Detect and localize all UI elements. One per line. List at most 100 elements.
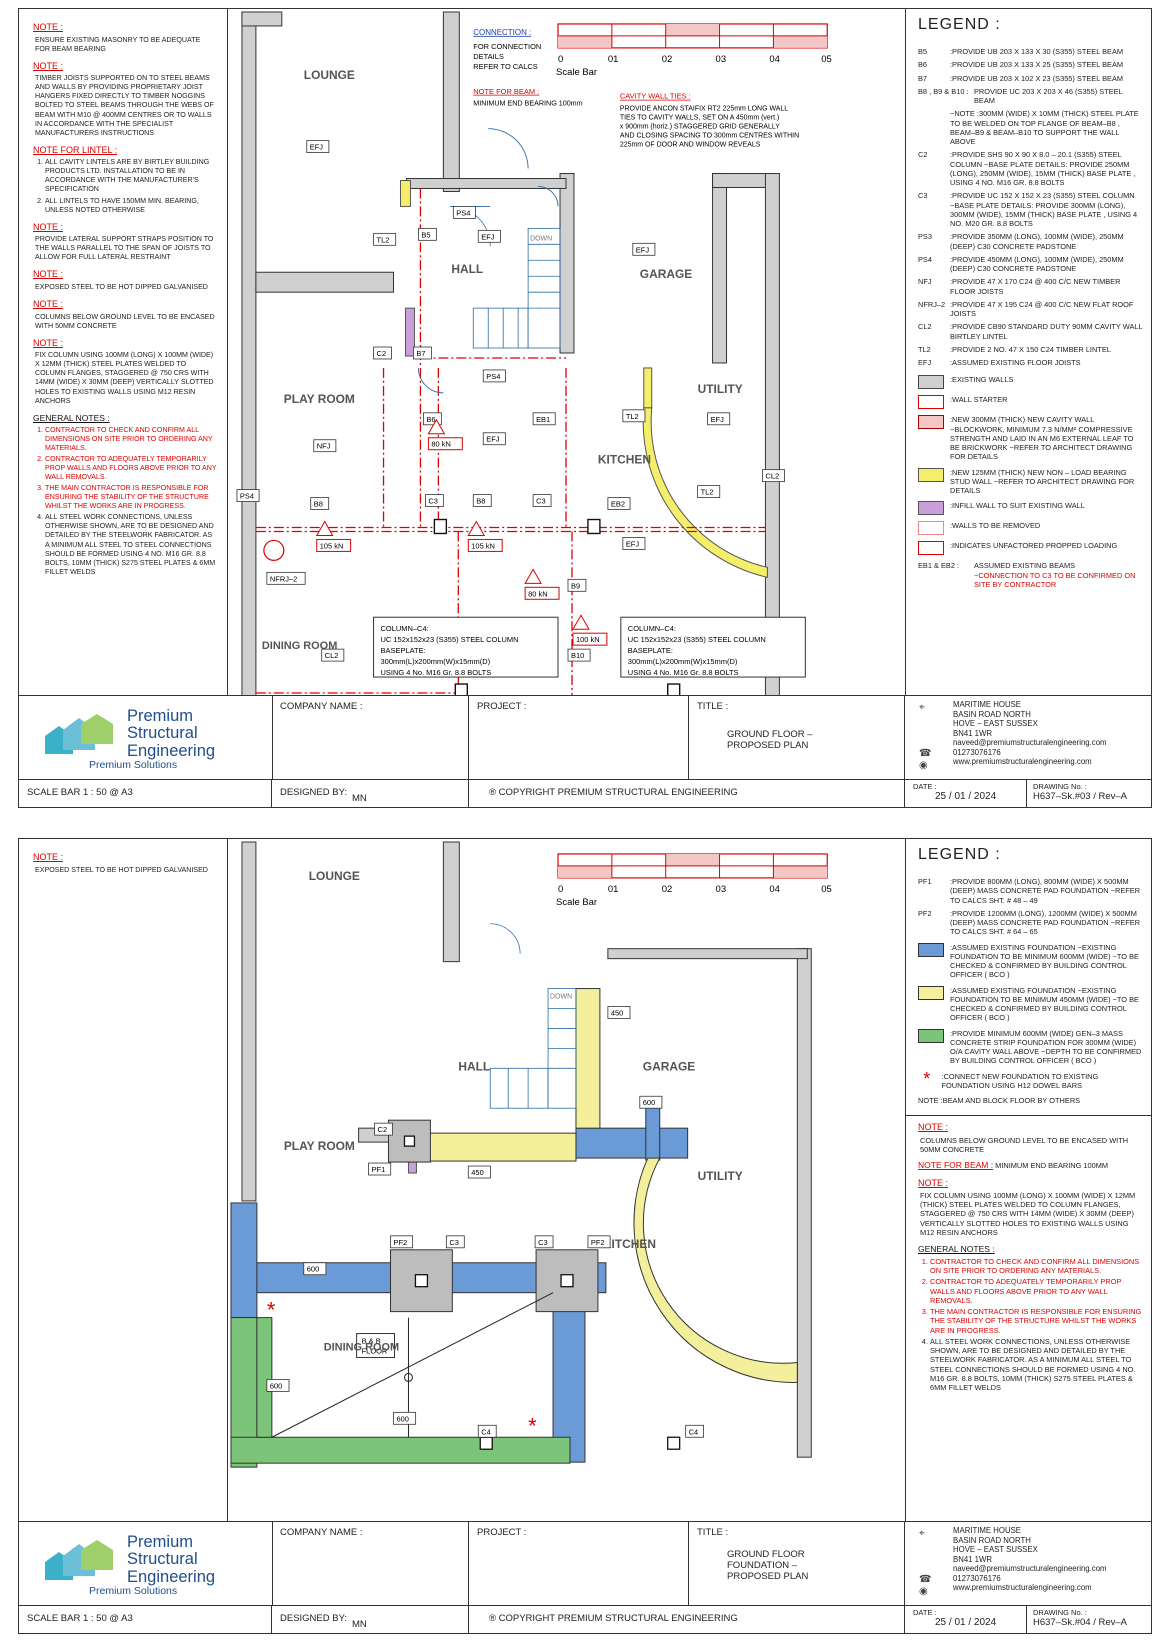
load-box [524,586,560,600]
room-label-utility: UTILITY [698,382,743,396]
note-text: FIX COLUMN USING 100mm (long) x 100mm (w… [35,351,214,405]
phone-number: 01273076176 [953,747,1001,757]
location-icon: ⌖ [919,702,925,713]
legend-row: B7:PROVIDE UB 203 x 102 x 23 (S355) STEE… [918,74,1143,83]
company-name-field: COMPANY NAME : [272,1522,469,1605]
scale-tick: 01 [608,884,619,895]
load-warning-icon [524,568,542,584]
member-tag: EFJ [711,415,725,424]
note-heading: NOTE : [33,299,64,310]
member-tag: B10 [571,651,584,660]
legend-row: C3:PROVIDE UC 152 x 152 x 23 (S355) STEE… [918,191,1143,228]
bb-floor-text: B & B [362,1337,381,1346]
beam-block-note: NOTE :BEAM AND BLOCK FLOOR BY OTHERS [918,1096,1081,1105]
legend-swatch-row: :EXISTING WALLS [918,375,1143,390]
member-tag: CL2 [325,651,339,660]
legend-key: C2 [918,150,928,160]
website-link[interactable]: www.premiumstructuralengineering.com [953,1583,1092,1592]
beam-note-heading: NOTE FOR BEAM : [918,1160,994,1170]
dimension-tag-box [467,1165,491,1179]
legend-key: PF2 [918,908,932,918]
room-label-lounge: LOUNGE [304,68,355,82]
dimension-tag-box [303,1262,327,1276]
legend-key: NFRJ–2 [918,299,946,309]
legend-value: :PROVIDE SHS 90 x 90 x 8.0 – 20.1 (S355)… [950,150,1136,187]
legend-swatch [918,942,944,957]
room-label-kitchen: KITCHEN [603,1237,656,1251]
dimension-tag: C3 [449,1238,459,1247]
title-label: TITLE : [697,1527,729,1538]
dimension-tag-box [477,1424,497,1438]
legend-row: B8 , B9 & B10 :PROVIDE UC 203 x 203 x 46… [918,87,1143,106]
general-note-red: CONTRACTOR TO ADEQUATELY TEMPORARILY PRO… [45,455,217,482]
general-notes-heading: GENERAL NOTES : [33,412,110,423]
dimension-tag: C2 [378,1125,388,1134]
address-line: MARITIME HOUSE [953,1526,1022,1535]
load-box [572,632,608,646]
email-link[interactable]: naveed@premiumstructuralengineering.com [953,738,1107,747]
member-tag-box [477,229,501,243]
legend-swatch-row: :PROVIDE MINIMUM 600mm (wide) GEN–3 MASS… [918,1028,1143,1066]
legend-title: LEGEND : [918,16,1001,33]
member-tag: NFJ [317,442,331,451]
website-link[interactable]: www.premiumstructuralengineering.com [953,757,1092,766]
address-line: BN41 1WR [953,728,992,738]
scale-bar [557,23,828,49]
legend-key: TL2 [918,344,931,354]
title-field: TITLE : GROUND FLOOR – PROPOSED PLAN [689,696,905,779]
member-tag: EB2 [611,500,625,509]
address-line: HOVE – EAST SUSSEX [953,719,1038,728]
stud-walls [399,180,768,578]
dimension-tag-box [639,1095,663,1109]
member-tag-box [567,578,587,592]
logo-line: Structural [127,1550,198,1569]
phone-number: 01273076176 [953,1573,1001,1583]
member-tag-box [306,140,330,153]
address-line: MARITIME HOUSE [953,700,1022,709]
title-line: GROUND FLOOR – [727,729,813,740]
existing-foundation-450 [427,988,798,1383]
member-tag-box [452,206,476,219]
note-heading: NOTE : [33,221,64,232]
drawing-label: DRAWING No. : [1033,1608,1087,1617]
legend-panel: LEGEND : B5:PROVIDE UB 203 x 133 x 30 (S… [905,9,1151,696]
scale-tick: 04 [769,884,780,895]
beam-note-text: MINIMUM END BEARING 100mm [473,100,582,108]
date-value: 25 / 01 / 2024 [935,791,997,802]
column-note-line: USING 4 No. M16 Gr. 8.8 BOLTS [381,668,492,677]
load-warning-icon [427,418,446,435]
room-label-play-room: PLAY ROOM [284,392,355,406]
load-warning-icon [572,614,590,630]
member-tag: EFJ [481,232,495,241]
title-line: PROPOSED PLAN [727,739,809,751]
connection-text: REFER TO CALCS [473,62,537,71]
room-label-kitchen: KITCHEN [598,453,651,467]
floor-plan-svg: 0 01 02 03 04 05 Scale Bar CONNECTION : … [236,11,832,696]
scale-tick: 0 [558,884,563,895]
legend-row: NFJ:PROVIDE 47 x 170 C24 @ 400 C/C NEW T… [918,277,1143,296]
column-note-line: USING 4 No. M16 Gr. 8.8 BOLTS [628,668,739,677]
scale-tick: 0 [558,54,563,65]
connection-text: FOR CONNECTION [473,42,541,51]
legend-key: B8 , B9 & B10 : [918,86,969,96]
member-tag-box [236,489,260,502]
general-note: ALL STEEL WORK CONNECTIONS, UNLESS OTHER… [930,1337,1143,1393]
legend-symbol-keys: :EXISTING WALLS:WALL STARTER:NEW 300mm (… [918,375,1143,556]
load-warning-icon [315,520,334,536]
email-link[interactable]: naveed@premiumstructuralengineering.com [953,1564,1107,1573]
dimension-tag-box [587,1235,611,1249]
beam-lines [255,188,766,696]
globe-icon: ◉ [919,1586,928,1597]
staircase [489,923,577,1109]
legend-key: PF1 [918,877,932,886]
room-label-play-room: PLAY ROOM [284,1139,355,1153]
title-block-bottom-row: SCALE BAR 1 : 50 @ A3 DESIGNED BY:MN ® C… [19,779,1151,808]
dimension-tag: C4 [689,1427,699,1436]
dimension-tag: 600 [396,1414,408,1423]
room-label-hall: HALL [451,262,483,276]
title-value: GROUND FLOOR FOUNDATION – PROPOSED PLAN [727,1549,808,1583]
address-line: HOVE – EAST SUSSEX [953,1545,1038,1554]
column-c4-note-right: COLUMN–C4: UC 152x152x23 (S355) STEEL CO… [620,616,806,678]
title-block: Premium Structural Engineering Premium S… [19,695,1151,808]
company-address: ⌖ ☎ ◉ MARITIME HOUSE BASIN ROAD NORTH HO… [905,696,1151,779]
